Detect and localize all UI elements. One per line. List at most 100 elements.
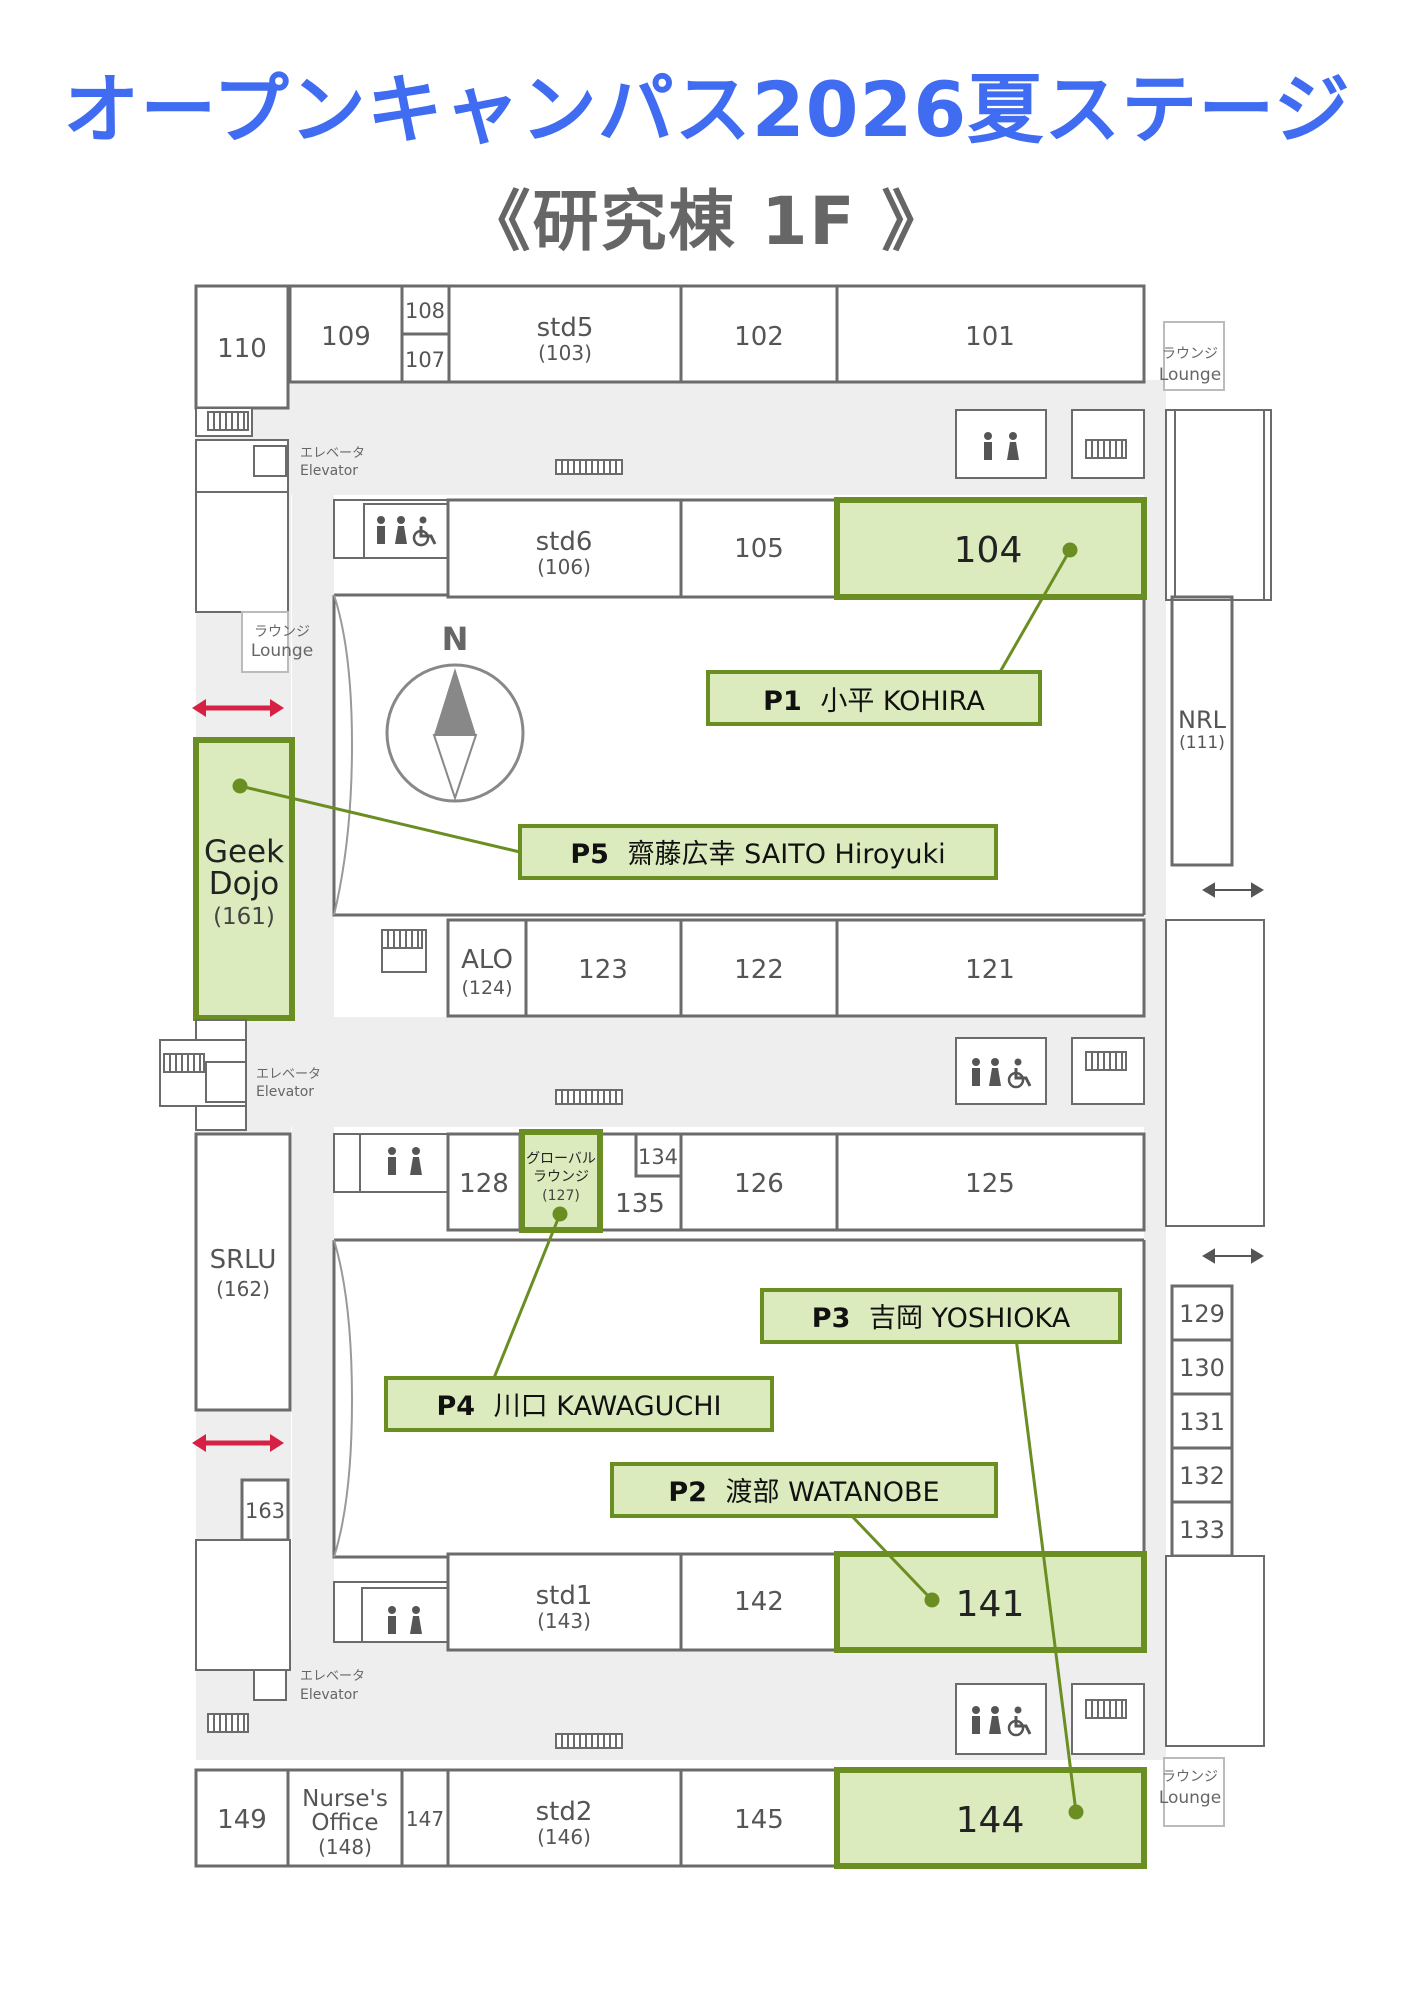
room-102[interactable] — [679, 284, 839, 384]
room-141[interactable] — [834, 1551, 1147, 1653]
room-alo[interactable] — [446, 918, 528, 1018]
label-std1: std1 — [536, 1581, 593, 1611]
label-global1: グローバル — [526, 1151, 596, 1167]
leader-lines — [232, 542, 1084, 1820]
room-101[interactable] — [835, 284, 1146, 384]
label-srlu: SRLU — [210, 1245, 277, 1275]
elevator-ja-mid: エレベータ — [256, 1067, 321, 1082]
toilet-bottom-right[interactable] — [955, 1683, 1047, 1755]
room-107[interactable] — [400, 332, 451, 384]
presenter-p1[interactable]: P1 小平 KOHIRA — [706, 670, 1042, 726]
room-125[interactable] — [835, 1132, 1146, 1232]
label-109: 109 — [321, 322, 371, 352]
toilet-top-right[interactable] — [955, 409, 1047, 479]
elevator-mid[interactable] — [205, 1061, 247, 1103]
lounge-right-bottom[interactable] — [1163, 1757, 1225, 1827]
elevator-en-bottom: Elevator — [300, 1687, 358, 1703]
p4-name: 川口 KAWAGUCHI — [494, 1391, 722, 1422]
label-std2: std2 — [536, 1797, 593, 1827]
label-std2-sub: (146) — [537, 1825, 591, 1849]
right-top-services: ラウンジ Lounge — [555, 321, 1272, 601]
room-131[interactable] — [1170, 1392, 1234, 1450]
label-125: 125 — [965, 1169, 1015, 1199]
room-std5[interactable] — [447, 284, 683, 384]
room-121[interactable] — [835, 918, 1146, 1018]
elevator-ja-top: エレベータ — [300, 446, 365, 461]
p3-name: 吉岡 YOSHIOKA — [869, 1303, 1071, 1334]
p5-no: P5 — [570, 839, 609, 870]
label-110: 110 — [217, 334, 267, 364]
room-std2[interactable] — [446, 1768, 683, 1868]
row-4: 128 グローバル ラウンジ (127) 134 135 126 125 — [333, 1129, 1146, 1233]
toilet-row5[interactable] — [361, 1587, 449, 1643]
p5-name: 齋藤広幸 SAITO Hiroyuki — [628, 839, 946, 870]
lounge-en-right-bottom: Lounge — [1159, 1788, 1221, 1808]
label-nrl: NRL — [1178, 706, 1227, 734]
left-mid-services: エレベータ Elevator — [159, 1019, 623, 1131]
label-135: 135 — [615, 1189, 665, 1219]
lounge-ja-left: ラウンジ — [254, 624, 310, 640]
room-123[interactable] — [524, 918, 683, 1018]
room-133[interactable] — [1170, 1500, 1234, 1558]
label-128: 128 — [459, 1169, 509, 1199]
label-123: 123 — [578, 955, 628, 985]
toilet-mid-right[interactable] — [955, 1037, 1047, 1105]
svg-text:P5 齋藤広幸 SAITO Hiroyuki: P5 齋藤広幸 SAITO Hiroyuki — [570, 839, 945, 870]
room-142[interactable] — [679, 1552, 839, 1652]
lounge-ja-right-bottom: ラウンジ — [1162, 1769, 1218, 1785]
lounge-right-top[interactable] — [1163, 321, 1225, 391]
compass: N — [385, 620, 525, 803]
room-147[interactable] — [400, 1768, 450, 1868]
label-dojo: Dojo — [209, 866, 279, 902]
p2-no: P2 — [668, 1477, 707, 1508]
room-104[interactable] — [834, 497, 1147, 600]
elevator-bottom[interactable] — [253, 1669, 287, 1701]
presenter-p3[interactable]: P3 吉岡 YOSHIOKA — [760, 1288, 1122, 1344]
label-std6-sub: (106) — [537, 555, 591, 579]
left-top-services: エレベータ Elevator ラウンジ Lounge — [195, 407, 365, 673]
row-top-labels: 110 109 108 107 std5 (103) 102 101 — [217, 299, 1015, 372]
label-std5-sub: (103) — [538, 341, 592, 365]
label-141: 141 — [956, 1584, 1025, 1625]
label-134: 134 — [638, 1145, 678, 1169]
room-105[interactable] — [679, 498, 839, 599]
label-std5: std5 — [537, 313, 594, 343]
lounge-left-top[interactable] — [241, 611, 289, 673]
room-srlu[interactable] — [194, 1132, 292, 1412]
room-145[interactable] — [679, 1768, 839, 1868]
row-bottom: 149 Nurse's Office (148) 147 std2 (146) … — [194, 1767, 1147, 1869]
elevator-en-top: Elevator — [300, 463, 358, 479]
label-105: 105 — [734, 534, 784, 564]
room-129[interactable] — [1170, 1284, 1234, 1342]
room-109[interactable] — [288, 284, 404, 384]
room-nrl[interactable] — [1170, 595, 1234, 867]
room-144[interactable] — [834, 1767, 1147, 1869]
row-top — [194, 284, 1146, 410]
toilet-row4[interactable] — [359, 1133, 449, 1193]
toilet-row2[interactable] — [363, 503, 449, 559]
room-126[interactable] — [679, 1132, 839, 1232]
lounge-en-right-top: Lounge — [1159, 365, 1221, 385]
left-bottom-services: エレベータ Elevator — [207, 1669, 1145, 1755]
room-std1[interactable] — [446, 1552, 683, 1652]
presenter-p5[interactable]: P5 齋藤広幸 SAITO Hiroyuki — [518, 824, 998, 880]
room-nurse[interactable] — [286, 1768, 404, 1868]
p3-no: P3 — [812, 1303, 851, 1334]
elevator-en-mid: Elevator — [256, 1084, 314, 1100]
double-arrow-left-top — [192, 699, 284, 717]
label-global-sub: (127) — [542, 1188, 580, 1204]
label-133: 133 — [1179, 1516, 1225, 1544]
presenter-p4[interactable]: P4 川口 KAWAGUCHI — [384, 1376, 774, 1432]
label-132: 132 — [1179, 1462, 1225, 1490]
row-2: std6 (106) 105 104 NRL (111) — [333, 409, 1265, 867]
p2-name: 渡部 WATANOBE — [726, 1477, 940, 1508]
room-134[interactable] — [634, 1132, 683, 1178]
room-128[interactable] — [446, 1132, 522, 1232]
label-144: 144 — [956, 1800, 1025, 1841]
right-lower: 129 130 131 132 133 ラウンジ Lounge — [1159, 1284, 1265, 1827]
label-alo: ALO — [461, 945, 513, 975]
presenter-p2[interactable]: P2 渡部 WATANOBE — [610, 1462, 998, 1518]
label-163: 163 — [245, 1499, 285, 1523]
label-108: 108 — [405, 299, 445, 323]
label-142: 142 — [734, 1587, 784, 1617]
